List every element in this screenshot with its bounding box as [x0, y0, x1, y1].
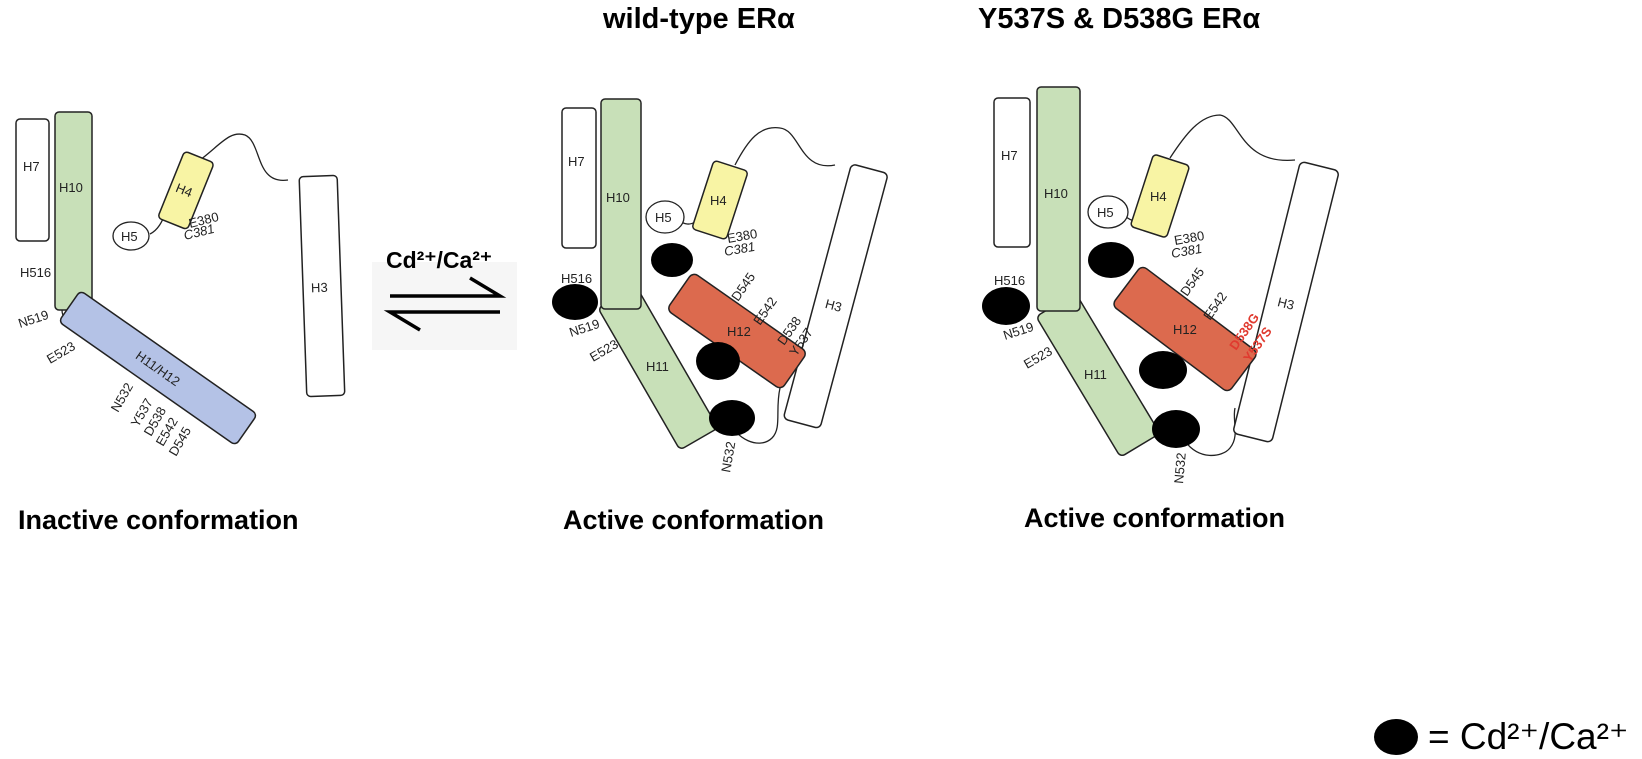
- equilibrium-arrows: Cd²⁺/Ca²⁺: [372, 247, 517, 350]
- wt-helix-h11-label: H11: [646, 359, 669, 374]
- mut-helix-h5-label: H5: [1097, 205, 1114, 220]
- wt-helix-h5: [645, 200, 685, 234]
- residue-e523: E523: [44, 338, 78, 366]
- mut-residue-h516: H516: [994, 273, 1025, 288]
- equilibrium-label: Cd²⁺/Ca²⁺: [386, 247, 492, 273]
- residue-n519: N519: [16, 307, 50, 331]
- mut-helix-h7-label: H7: [1001, 148, 1018, 163]
- helix-h3-label: H3: [311, 280, 328, 296]
- mut-helix-h12-label: H12: [1173, 322, 1197, 337]
- wt-ion-4: [709, 400, 755, 436]
- wt-helix-h7-label: H7: [568, 154, 585, 169]
- mut-helix-h5: [1087, 195, 1129, 229]
- wt-residue-d545: D545: [728, 270, 758, 304]
- wt-loop-h4-h3: [734, 127, 836, 167]
- mut-ion-4: [1152, 410, 1200, 448]
- helix-h10-label: H10: [59, 180, 83, 195]
- reverse-arrow: [383, 310, 500, 332]
- wt-ion-1: [651, 243, 693, 277]
- wt-helix-h4-label: H4: [710, 193, 727, 208]
- wt-residue-h516: H516: [561, 271, 592, 286]
- wt-ion-2: [552, 284, 598, 320]
- wt-helix-h10: [600, 98, 642, 310]
- helix-h11-h12: [59, 291, 257, 445]
- mut-residue-e542: E542: [1200, 289, 1230, 322]
- loop-h4-h3: [199, 133, 289, 181]
- helix-h5: [112, 221, 150, 251]
- mutant-title: Y537S & D538G ERα: [978, 3, 1260, 35]
- helix-h5-label: H5: [121, 229, 138, 244]
- mut-residue-n532: N532: [1171, 452, 1189, 484]
- helix-h7: [15, 118, 50, 242]
- wt-residue-c381: C381: [723, 239, 756, 259]
- residue-e380: E380: [187, 209, 220, 231]
- wt-residue-n532: N532: [718, 440, 738, 473]
- helix-h4: [158, 151, 214, 230]
- helix-h10: [54, 111, 93, 311]
- mut-residue-d545: D545: [1177, 265, 1207, 299]
- helix-h7-label: H7: [23, 159, 40, 174]
- wt-helix-h5-label: H5: [655, 210, 672, 225]
- mut-ion-1: [1088, 242, 1134, 278]
- legend-ion-symbol: [1374, 719, 1418, 755]
- equilibrium-background: [372, 262, 517, 350]
- mut-helix-h10: [1036, 86, 1081, 312]
- inactive-caption: Inactive conformation: [18, 505, 299, 535]
- mut-helix-h11-label: H11: [1084, 367, 1107, 382]
- mut-helix-h10-label: H10: [1044, 186, 1068, 201]
- inactive-structure: H7 H10 H4 H5 H3 H11/H12 E380 C381 H516 N…: [15, 111, 346, 459]
- mut-ion-2: [982, 287, 1030, 325]
- wt-residue-e380: E380: [726, 226, 759, 246]
- wt-helix-h3-label: H3: [824, 296, 844, 315]
- mut-helix-h4: [1130, 154, 1190, 238]
- legend-label: = Cd²⁺/Ca²⁺: [1428, 716, 1628, 757]
- helix-h3: [298, 174, 346, 398]
- wt-helix-h10-label: H10: [606, 190, 630, 205]
- mut-helix-h4-label: H4: [1150, 189, 1167, 204]
- legend: = Cd²⁺/Ca²⁺: [1374, 716, 1628, 757]
- mutant-structure: H3 H7 H11 H10 H4 H5 H12 E38: [982, 86, 1339, 484]
- residue-h516: H516: [20, 265, 51, 280]
- mut-residue-c381: C381: [1170, 241, 1203, 261]
- residue-c381: C381: [182, 221, 216, 243]
- wild-type-caption: Active conformation: [563, 505, 824, 535]
- wt-residue-e542: E542: [750, 294, 780, 327]
- helix-h4-label: H4: [174, 180, 195, 200]
- mutant-caption: Active conformation: [1024, 503, 1285, 533]
- residue-n532: N532: [108, 380, 137, 414]
- wt-helix-h12-label: H12: [727, 324, 751, 339]
- mut-helix-h7: [993, 97, 1031, 248]
- wt-helix-h7: [561, 107, 597, 249]
- wt-ion-3: [696, 342, 740, 380]
- wt-residue-e523: E523: [587, 336, 621, 364]
- mut-loop-h11-h3: [1184, 407, 1236, 457]
- mut-loop-h4-h3: [1169, 114, 1296, 161]
- mut-helix-h3: [1233, 161, 1339, 443]
- wild-type-title: wild-type ERα: [602, 3, 795, 35]
- wt-helix-h3: [783, 164, 888, 429]
- forward-arrow: [390, 276, 507, 298]
- mut-helix-h3-label: H3: [1276, 294, 1296, 313]
- wt-helix-h4: [692, 160, 748, 240]
- mut-residue-e523: E523: [1021, 343, 1055, 371]
- mut-residue-e380: E380: [1173, 228, 1206, 248]
- mut-helix-h12: [1113, 266, 1257, 392]
- mut-ion-3: [1139, 351, 1187, 389]
- wild-type-structure: H3 H7 H11 H10 H4 H5 H12 E38: [552, 98, 888, 474]
